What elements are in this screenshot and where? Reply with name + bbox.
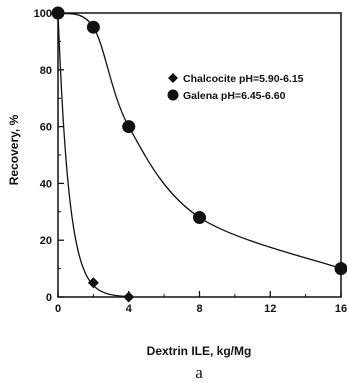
y-tick-label: 20 [40, 235, 52, 247]
x-tick-label: 12 [264, 303, 276, 315]
x-axis-ticks: 0 4 8 12 16 [55, 291, 347, 315]
y-tick-label: 40 [40, 178, 52, 190]
y-tick-label: 60 [40, 122, 52, 134]
x-tick-label: 8 [196, 303, 202, 315]
point-chalcocite [52, 7, 64, 19]
y-tick-label: 100 [34, 8, 52, 20]
legend-label-chalcocite: Chalcocite pH=5.90-6.15 [183, 73, 304, 85]
plot-frame [57, 12, 342, 298]
point-chalcocite [123, 291, 135, 303]
point-galena [334, 262, 347, 276]
legend-label-galena: Galena pH=6.45-6.60 [183, 90, 286, 102]
legend-marker-chalcocite [168, 73, 178, 83]
plot-area [57, 12, 342, 298]
y-tick-label: 0 [46, 292, 52, 304]
x-axis-title: Dextrin ILE, kg/Mg [147, 344, 252, 358]
panel-label: a [195, 363, 203, 382]
y-axis-title: Recovery, % [7, 114, 21, 185]
point-galena [122, 120, 136, 134]
data-markers [51, 6, 347, 303]
y-axis-ticks: 0 20 40 60 80 100 [34, 8, 64, 304]
x-tick-label: 16 [335, 303, 347, 315]
curve-galena [57, 12, 342, 270]
x-tick-label: 0 [55, 303, 61, 315]
point-chalcocite [87, 277, 99, 289]
point-galena [86, 20, 100, 34]
legend-marker-galena [167, 89, 179, 101]
x-tick-label: 4 [126, 303, 133, 315]
point-galena [193, 210, 206, 224]
fitted-curves [57, 12, 342, 298]
curve-chalcocite [57, 12, 129, 298]
y-tick-label: 80 [40, 65, 52, 77]
